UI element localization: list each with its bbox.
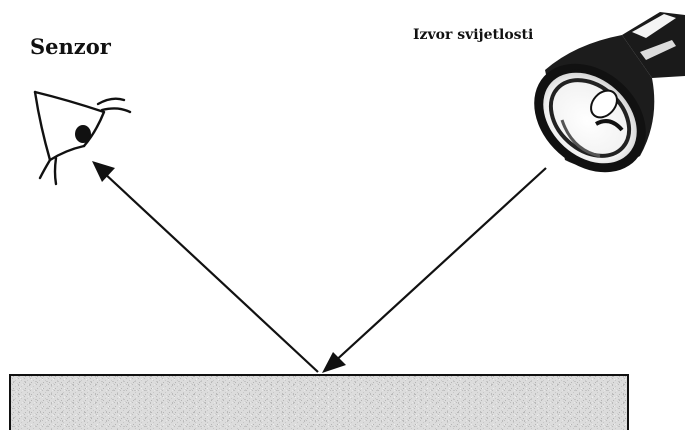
incident-ray	[322, 167, 547, 373]
sensor-label: Senzor	[30, 34, 111, 59]
light-source-label: Izvor svijetlosti	[413, 27, 534, 43]
lamp-icon	[534, 12, 685, 173]
reflected-arrowhead	[92, 161, 115, 182]
reflecting-surface	[9, 374, 629, 430]
incident-arrowhead	[322, 352, 346, 373]
eye-icon	[33, 90, 132, 186]
reflected-ray	[92, 161, 319, 373]
